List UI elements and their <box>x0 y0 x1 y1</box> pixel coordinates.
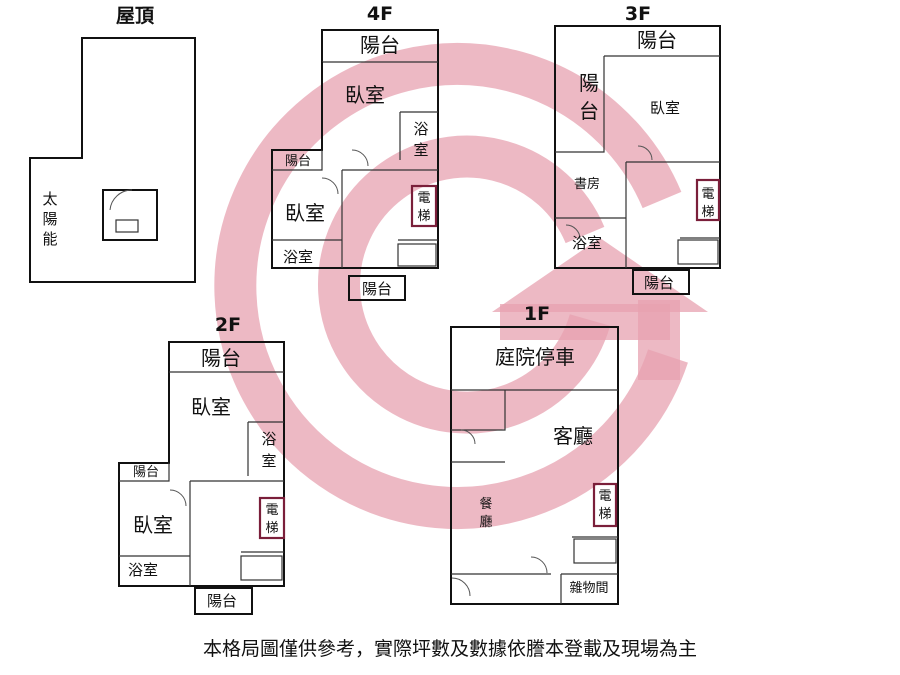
1f-storage: 雜物間 <box>569 581 608 596</box>
4f-bath-right-1: 浴 <box>413 120 428 138</box>
4f-bath-left: 浴室 <box>283 248 313 266</box>
4f-elevator-2: 梯 <box>417 209 430 224</box>
1f-stair-icon <box>573 538 617 564</box>
floor-1f-plan: 1F 庭院停車 客廳 餐 廳 電 梯 雜物間 <box>450 303 619 605</box>
4f-bedroom-top: 臥室 <box>345 83 385 107</box>
1f-dining-1: 餐 <box>479 496 492 512</box>
1f-garage: 庭院停車 <box>495 345 575 369</box>
roof-stair-icon <box>115 219 139 233</box>
2f-balcony-left: 陽台 <box>133 465 159 480</box>
2f-elevator-1: 電 <box>265 503 278 518</box>
2f-bath-right-2: 室 <box>261 452 276 470</box>
3f-bath: 浴室 <box>572 234 602 252</box>
4f-balcony-top: 陽台 <box>360 33 400 57</box>
4f-elevator-1: 電 <box>417 191 430 206</box>
1f-elevator-1: 電 <box>598 489 611 504</box>
roof-title: 屋頂 <box>116 5 155 27</box>
1f-elevator-2: 梯 <box>598 507 611 522</box>
3f-stair-icon <box>677 239 719 265</box>
roof-plan: 屋頂 太 陽 能 <box>29 5 196 283</box>
2f-stair-icon <box>240 555 283 581</box>
4f-stair-icon <box>397 243 437 267</box>
solar-label-2: 陽 <box>42 210 57 228</box>
2f-bath-left: 浴室 <box>128 561 158 579</box>
floor-plan-diagram: 屋頂 太 陽 能 4F 陽台 臥室 浴 室 陽台 臥室 電 梯 浴室 陽台 3F <box>29 3 721 615</box>
floor-4f-plan: 4F 陽台 臥室 浴 室 陽台 臥室 電 梯 浴室 陽台 <box>271 3 439 301</box>
3f-balcony-left-2: 台 <box>579 99 599 123</box>
3f-balcony-bottom: 陽台 <box>644 274 674 292</box>
4f-balcony-left: 陽台 <box>285 154 311 169</box>
1f-dining-2: 廳 <box>479 514 492 530</box>
2f-balcony-bottom: 陽台 <box>207 592 237 610</box>
solar-label-1: 太 <box>42 190 57 208</box>
floor-2f-plan: 2F 陽台 臥室 浴 室 陽台 臥室 電 梯 浴室 陽台 <box>118 314 286 615</box>
4f-title: 4F <box>367 3 393 25</box>
3f-elevator-2: 梯 <box>701 205 714 220</box>
3f-study: 書房 <box>574 176 600 192</box>
floor-3f-plan: 3F 陽台 陽 台 臥室 書房 電 梯 浴室 陽台 <box>554 3 721 295</box>
4f-bedroom-left: 臥室 <box>285 201 325 225</box>
watermark-logo <box>214 42 708 529</box>
solar-label-3: 能 <box>42 230 57 248</box>
4f-bath-right-2: 室 <box>413 141 428 159</box>
3f-bedroom: 臥室 <box>650 99 680 117</box>
1f-title: 1F <box>524 303 550 325</box>
2f-bedroom-top: 臥室 <box>191 395 231 419</box>
3f-balcony-left-1: 陽 <box>579 71 599 95</box>
2f-elevator-2: 梯 <box>265 521 278 536</box>
4f-balcony-bottom: 陽台 <box>362 280 392 298</box>
2f-bath-right-1: 浴 <box>261 430 276 448</box>
disclaimer-footer: 本格局圖僅供參考，實際坪數及數據依謄本登載及現場為主 <box>202 638 697 660</box>
1f-living: 客廳 <box>553 424 593 448</box>
2f-balcony-top: 陽台 <box>201 346 241 370</box>
3f-elevator-1: 電 <box>701 187 714 202</box>
3f-title: 3F <box>625 3 651 25</box>
3f-balcony-top: 陽台 <box>637 28 677 52</box>
2f-title: 2F <box>215 314 241 336</box>
2f-bedroom-left: 臥室 <box>133 513 173 537</box>
